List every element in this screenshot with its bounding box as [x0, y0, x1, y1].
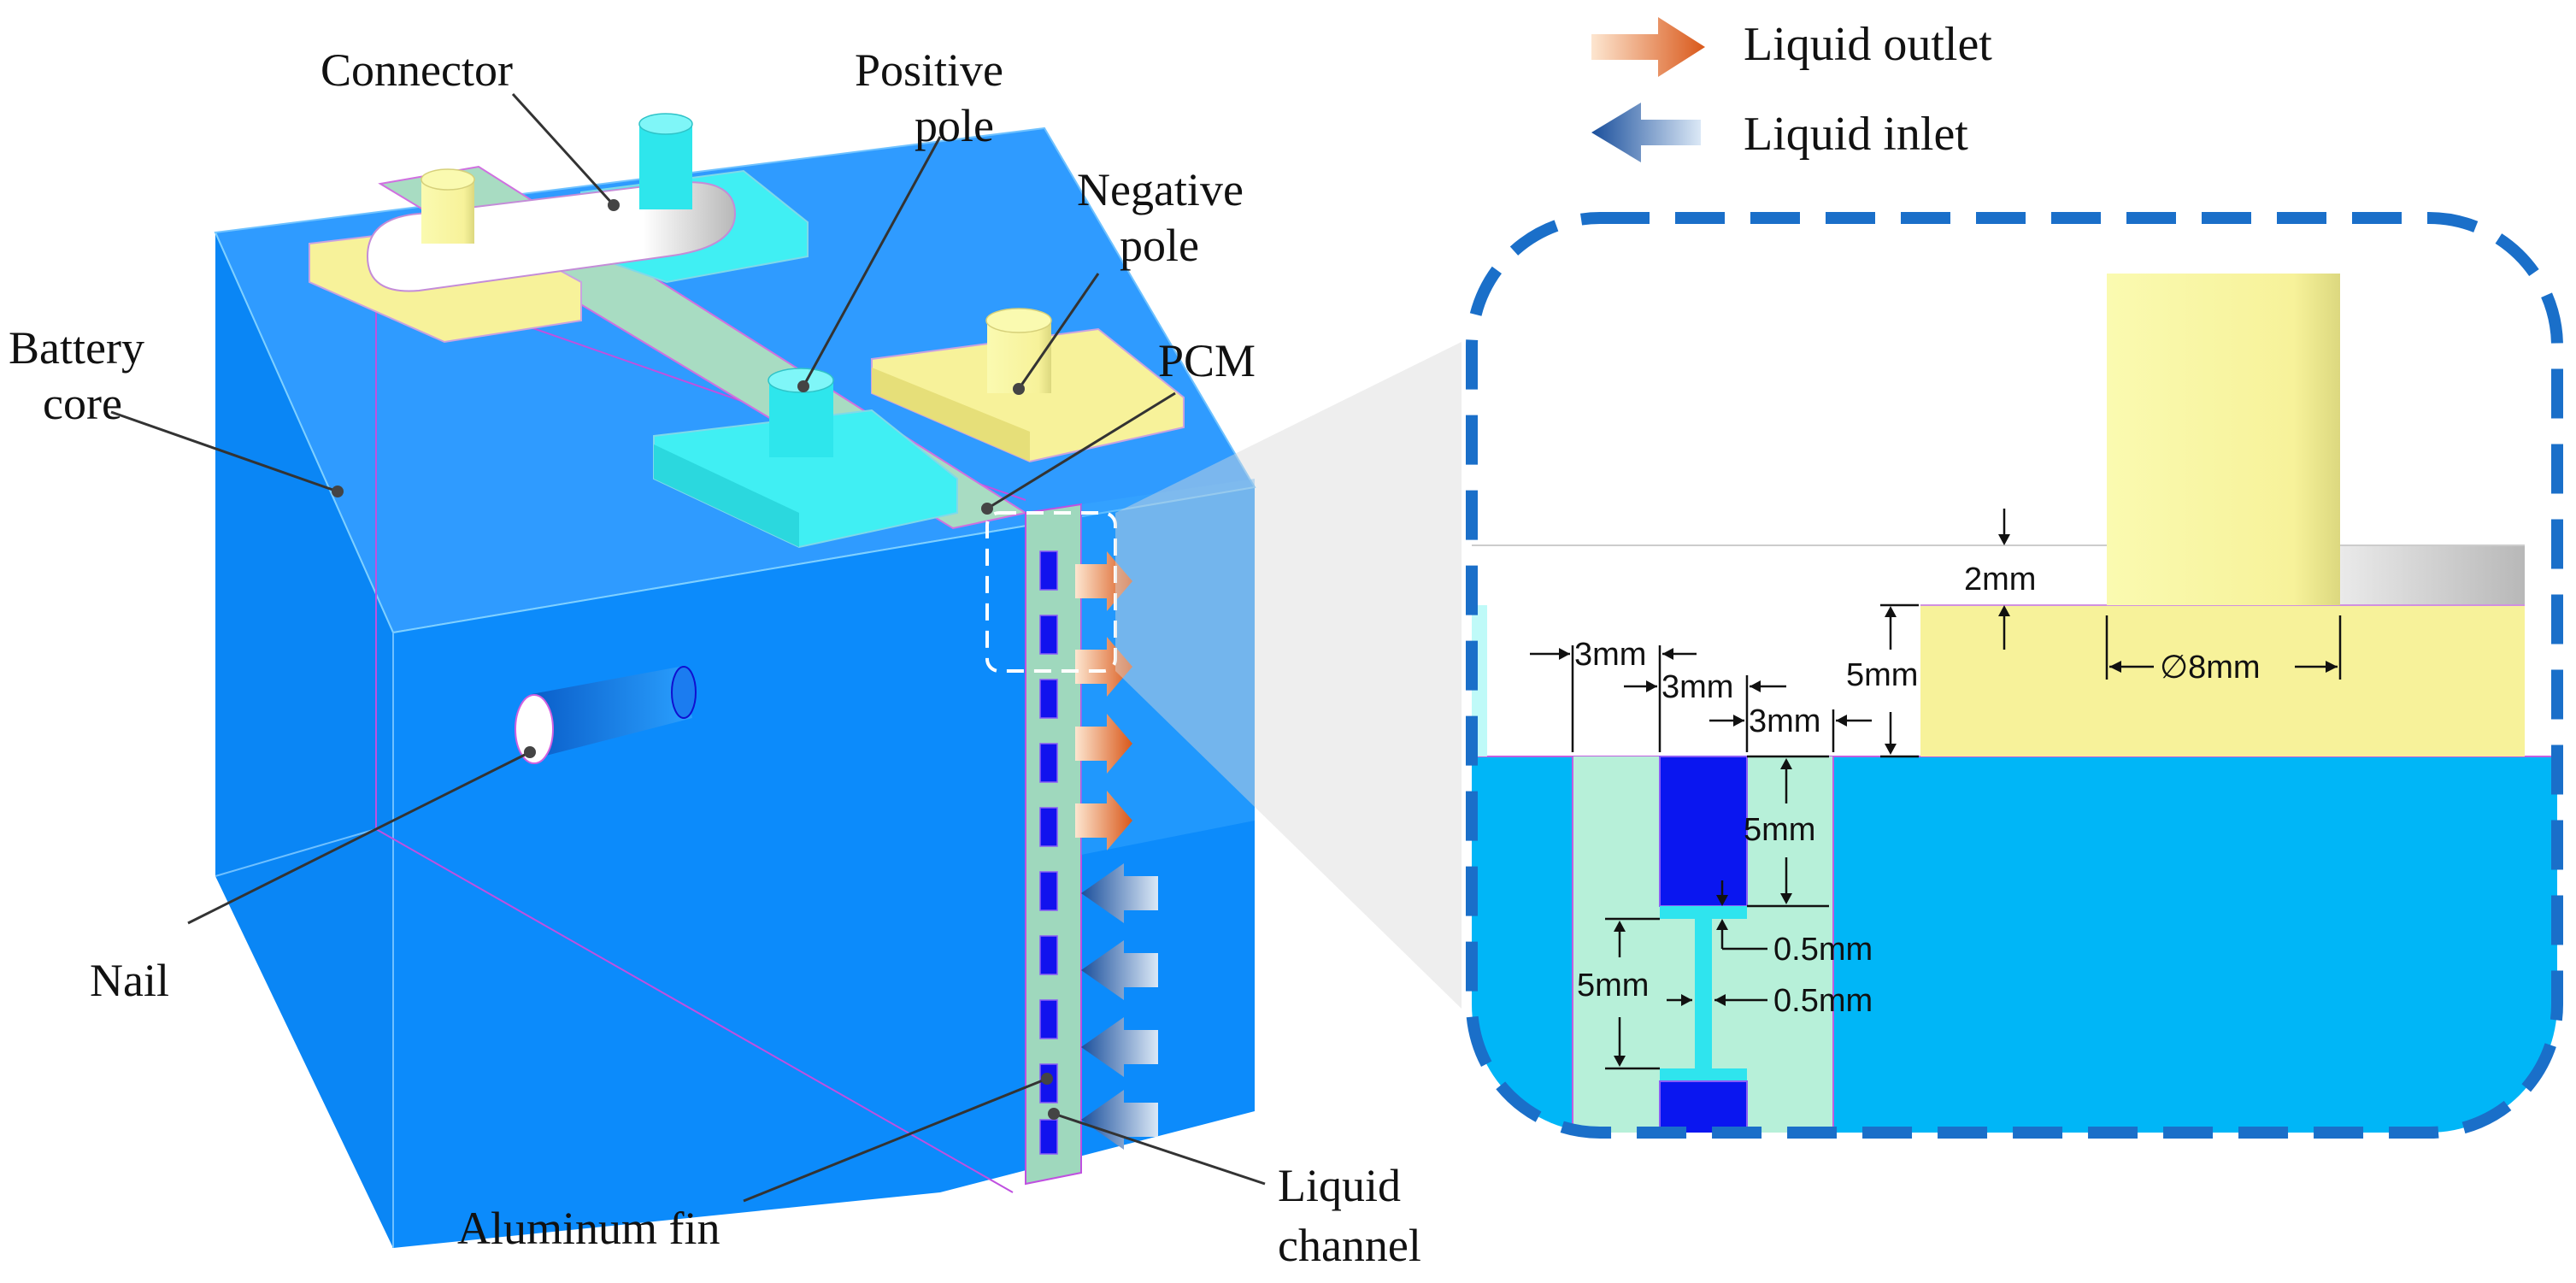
dim-channel-height: 5mm	[1744, 812, 1815, 848]
detail-fin-bottom	[1660, 1068, 1747, 1081]
dim-gap-left: 3mm	[1574, 637, 1646, 673]
dim-pole-diameter: ∅8mm	[2160, 650, 2261, 686]
aluminum-fin-label: Aluminum fin	[457, 1203, 720, 1254]
dim-pcm-height: 5mm	[1846, 657, 1918, 693]
detail-fin-top	[1660, 906, 1747, 919]
liquid-channel-label-1: Liquid	[1278, 1160, 1401, 1211]
positive-pole-label-1: Positive	[855, 44, 1003, 96]
detail-pole-base	[1920, 605, 2525, 756]
zoom-region-marker	[985, 511, 1117, 673]
legend: Liquid outlet Liquid inlet	[1591, 17, 1992, 162]
detail-liquid-channel-lower	[1659, 1080, 1748, 1133]
nail-label: Nail	[90, 955, 169, 1006]
battery-core-label-2: core	[43, 378, 122, 429]
liquid-channels	[1039, 550, 1058, 1155]
nail	[515, 666, 697, 764]
battery-labels: Connector Positive pole Negative pole PC…	[9, 44, 1421, 1271]
dim-channel-width: 3mm	[1661, 669, 1733, 705]
negative-pole-label-1: Negative	[1077, 164, 1244, 215]
dim-fin-thickness: 0.5mm	[1773, 983, 1873, 1019]
legend-inlet-arrow	[1591, 103, 1701, 162]
detail-view: 2mm ∅8mm 5mm	[1466, 212, 2563, 1139]
positive-pole-cylinder	[769, 380, 833, 457]
liquid-channel-label-2: channel	[1278, 1220, 1421, 1271]
battery-inlet-arrows	[1081, 863, 1158, 1150]
battery-outlet-arrows	[1075, 551, 1132, 850]
legend-outlet-arrow	[1591, 17, 1705, 77]
battery-front-face	[215, 232, 393, 1248]
detail-top-layer	[1472, 545, 2525, 605]
detail-liquid-channel-upper	[1659, 756, 1748, 907]
detail-pole-cylinder	[2107, 274, 2340, 605]
dim-fin-vertical: 0.5mm	[1773, 932, 1873, 968]
pcm-label: PCM	[1158, 335, 1256, 386]
connector-label: Connector	[321, 44, 513, 96]
legend-inlet-label: Liquid inlet	[1744, 108, 1968, 161]
dim-fin-pitch: 5mm	[1577, 968, 1649, 1003]
battery-3d	[214, 113, 1461, 1248]
legend-outlet-label: Liquid outlet	[1744, 18, 1992, 71]
positive-pole-label-2: pole	[915, 100, 994, 151]
zoom-projection	[1115, 342, 1461, 1009]
negative-pole-label-2: pole	[1120, 220, 1199, 271]
dimension-annotations: 2mm ∅8mm 5mm	[1530, 509, 2342, 1070]
detail-frame	[1466, 212, 2563, 1139]
dim-pole-base-thickness: 2mm	[1964, 562, 2036, 597]
detail-fin-stem	[1695, 919, 1712, 1068]
dim-gap-right: 3mm	[1749, 703, 1820, 739]
battery-core-label-1: Battery	[9, 322, 144, 374]
